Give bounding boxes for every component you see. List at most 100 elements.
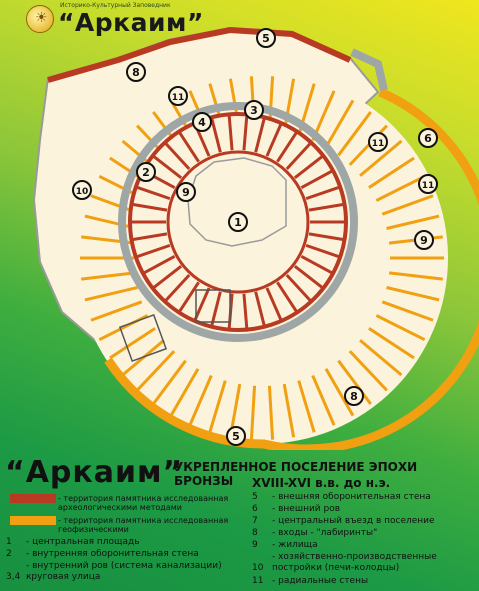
map-marker-6: 6 <box>418 128 438 148</box>
swatch-archaeological <box>10 494 56 503</box>
outer-radial-wall <box>324 99 355 148</box>
map-marker-label: 1 <box>234 216 242 229</box>
header-title: “Аркаим” <box>58 8 204 37</box>
inner-radial-wall <box>131 202 168 212</box>
inner-radial-wall <box>308 232 345 242</box>
inner-radial-wall <box>131 232 168 242</box>
inner-radial-wall <box>254 291 266 328</box>
map-marker-label: 10 <box>76 187 89 197</box>
inner-radial-wall <box>265 122 283 157</box>
inner-radial-wall <box>254 116 266 153</box>
legend-item-1: 1 - центральная площадь <box>6 537 236 548</box>
map-marker-8: 8 <box>126 62 146 82</box>
outer-radial-wall <box>348 124 388 166</box>
map-marker-3: 3 <box>244 100 264 120</box>
map-marker-label: 9 <box>420 234 428 247</box>
map-marker-label: 9 <box>182 186 190 199</box>
outer-radial-wall <box>84 286 138 302</box>
legend-item-11: 11- радиальные стены <box>252 576 474 587</box>
inner-radial-wall <box>293 154 325 179</box>
inner-radial-wall <box>276 281 299 314</box>
legend-item-text: - центральная площадь <box>26 537 140 547</box>
map-marker-10: 10 <box>72 180 92 200</box>
map-marker-label: 2 <box>142 166 150 179</box>
legend-item-2: 2 - внутренняя оборонительная стена <box>6 549 236 560</box>
legend-heading-line1: УКРЕПЛЕННОЕ ПОСЕЛЕНИЕ ЭПОХИ БРОНЗЫ <box>174 460 418 488</box>
map-marker-label: 3 <box>250 104 258 117</box>
inner-radial-wall <box>163 141 191 171</box>
map-marker-label: 11 <box>372 139 385 149</box>
outer-wall-orange <box>104 87 479 450</box>
legend-item-text: - входы - "лабиринты" <box>272 528 378 538</box>
inner-radial-wall <box>142 254 176 275</box>
legend-item-num: 7 <box>252 516 258 526</box>
map-marker-label: 5 <box>262 32 270 45</box>
inner-radial-wall <box>227 114 234 151</box>
map-marker-label: 8 <box>350 390 358 403</box>
map-marker-11: 11 <box>368 132 388 152</box>
inner-radial-wall <box>293 265 325 290</box>
inner-radial-wall <box>177 130 200 163</box>
inner-radial-wall <box>242 114 249 151</box>
legend-heading-line2: XVIII-XVI в.в. до н.э. <box>252 476 391 490</box>
legend-title: “Аркаим” <box>5 455 184 490</box>
map-marker-label: 8 <box>132 66 140 79</box>
central-square <box>187 157 287 247</box>
legend-item-5: 5- внешняя оборонительная стена <box>252 492 474 503</box>
legend-item-num: 2 <box>6 549 12 559</box>
outer-radial-wall <box>348 350 388 392</box>
outer-radial-wall <box>368 156 415 189</box>
map-marker-8: 8 <box>344 386 364 406</box>
outer-radial-wall <box>249 385 257 440</box>
outer-radial-wall <box>297 380 316 433</box>
inner-ditch <box>118 102 358 342</box>
legend-item-text: - внутренняя оборонительная стена <box>26 549 199 559</box>
outer-radial-wall <box>311 374 336 426</box>
legend-item-text: - центральный въезд в поселение <box>272 516 435 526</box>
outer-radial-wall <box>375 174 426 202</box>
outer-radial-wall <box>337 359 372 405</box>
outer-radial-wall <box>388 271 443 281</box>
legend-item-num: 6 <box>252 504 258 514</box>
inner-radial-wall <box>300 169 334 190</box>
legend-item-num: 11 <box>252 576 264 586</box>
outer-radial-wall <box>386 214 440 230</box>
outer-radial-wall <box>267 385 275 440</box>
map-marker-4: 4 <box>192 112 212 132</box>
reserve-logo: ☀ <box>26 5 54 33</box>
inner-radial-wall <box>242 293 249 330</box>
map-marker-5: 5 <box>256 28 276 48</box>
inner-radial-wall <box>265 287 283 322</box>
map-marker-label: 4 <box>198 116 206 129</box>
outer-radial-wall <box>386 286 440 302</box>
legend-item-text: - внутренний ров (система канализации) к… <box>26 561 222 582</box>
inner-radial-wall <box>285 141 313 171</box>
legend-item-num: 1 <box>6 537 12 547</box>
inner-radial-wall <box>163 273 191 303</box>
inner-wall <box>128 112 348 332</box>
map-marker-label: 6 <box>424 132 432 145</box>
map-marker-11: 11 <box>418 174 438 194</box>
outer-radial-wall <box>324 368 355 417</box>
outer-radial-wall <box>90 300 143 322</box>
map-marker-label: 11 <box>172 93 185 103</box>
inner-radial-wall <box>210 116 222 153</box>
legend-item-8: 8- входы - "лабиринты" <box>252 528 474 539</box>
legend-item-6: 6- внешний ров <box>252 504 474 515</box>
outer-radial-wall <box>81 271 136 281</box>
header-subtitle: Историко-Культурный Заповедник <box>60 2 171 9</box>
inner-radial-wall <box>285 273 313 303</box>
legend-item-text: - хозяйственно-производственные постройк… <box>272 552 437 573</box>
outer-radial-wall <box>375 314 426 342</box>
legend-item-num: 3,4 <box>6 572 21 582</box>
map-marker-label: 11 <box>422 181 435 191</box>
inner-radial-wall <box>276 130 299 163</box>
outer-radial-wall <box>359 139 403 177</box>
outer-wall-red <box>47 26 352 83</box>
excavation-rect-2 <box>118 313 168 363</box>
outer-radial-wall <box>109 327 156 360</box>
map-marker-1: 1 <box>228 212 248 232</box>
inner-radial-wall <box>210 291 222 328</box>
map-marker-9: 9 <box>414 230 434 250</box>
